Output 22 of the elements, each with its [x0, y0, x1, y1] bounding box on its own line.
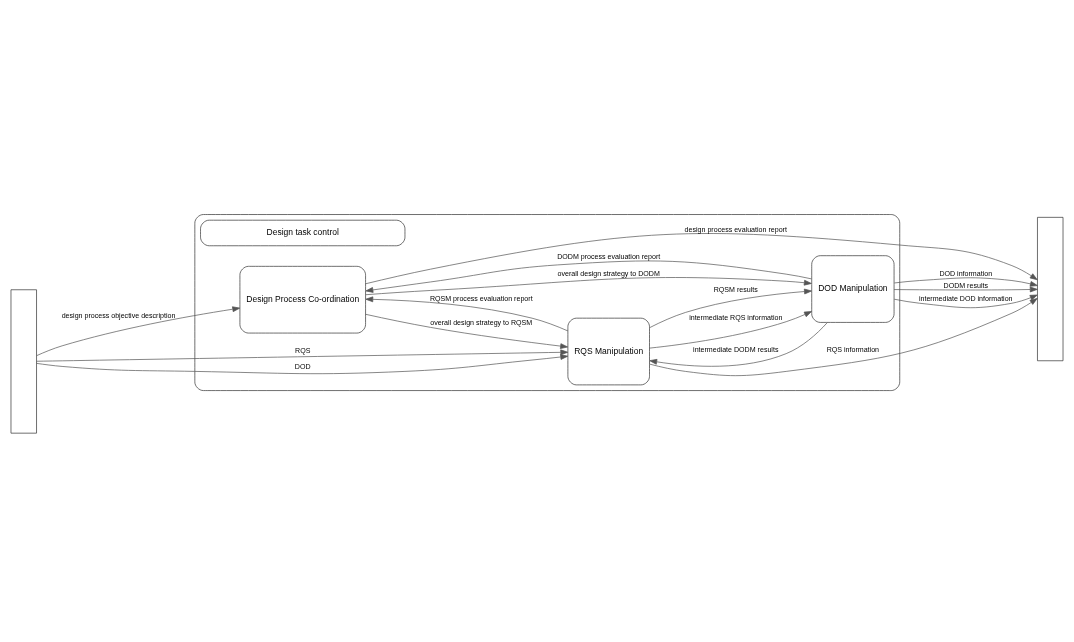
cluster: [194, 214, 901, 391]
node-box: RQS Manipulation: [567, 317, 650, 386]
arrow: [649, 322, 828, 367]
node-box: Design task control: [200, 219, 406, 247]
node-bar: [10, 289, 37, 434]
arrow: [649, 288, 812, 329]
arrow: [649, 311, 812, 349]
arrow: [36, 349, 569, 362]
arrow: [894, 277, 1038, 287]
node-box: Design Process Co-ordination: [239, 266, 366, 334]
arrow: [893, 286, 1038, 293]
arrow: [893, 294, 1038, 309]
arrow: [365, 260, 812, 293]
node-bar: [1037, 217, 1064, 362]
arrow: [36, 354, 569, 375]
arrow: [365, 277, 812, 296]
arrow: [649, 298, 1038, 376]
arrow: [365, 233, 1038, 285]
node-box: DOD Manipulation: [811, 255, 895, 323]
arrow: [365, 313, 569, 349]
arrow: [36, 306, 241, 356]
arrow: [365, 296, 569, 332]
